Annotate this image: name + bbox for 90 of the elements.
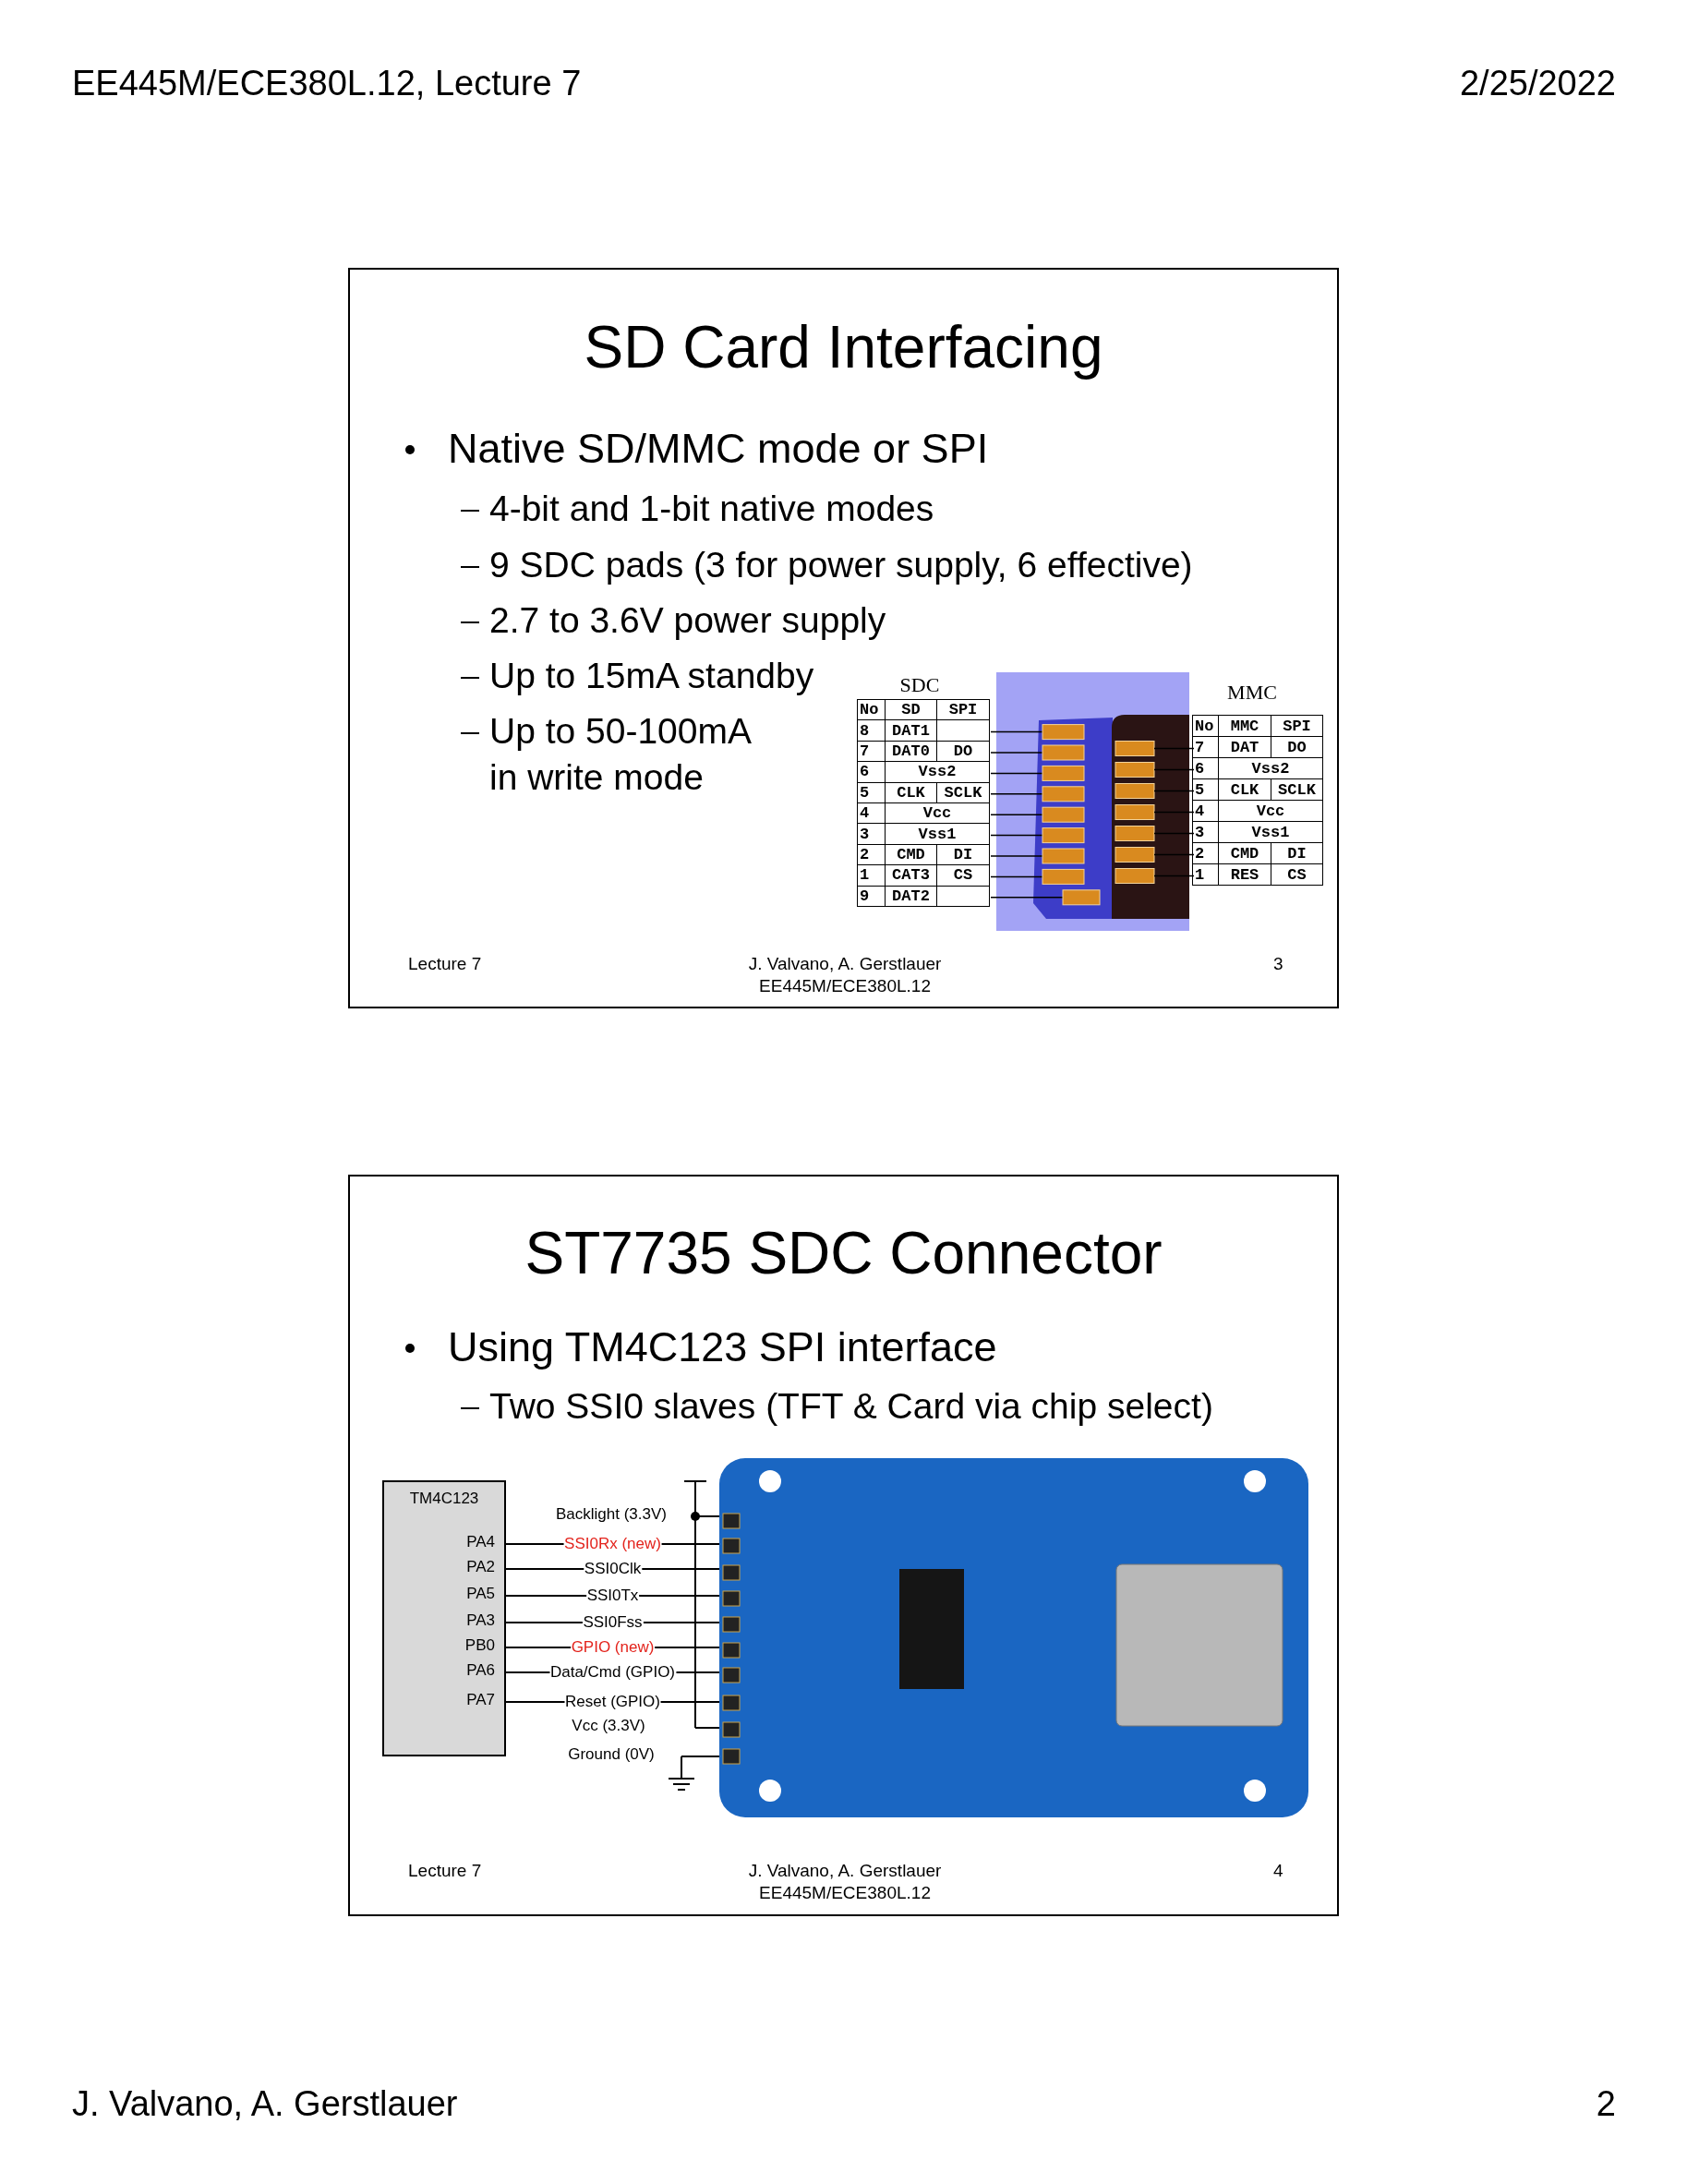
footer-text: J. Valvano, A. Gerstlauer bbox=[747, 1860, 943, 1881]
pinout-entry: Vss2 bbox=[885, 761, 990, 783]
power-label: Ground (0V) bbox=[568, 1745, 655, 1764]
power-label: Backlight (3.3V) bbox=[556, 1505, 667, 1524]
pinout-entry: 2 bbox=[1192, 842, 1219, 864]
sub-bullet-text: Up to 15mA standby bbox=[489, 655, 814, 697]
sub-bullet-text: Up to 50-100mA in write mode bbox=[489, 710, 752, 799]
pinout-entry: 5 bbox=[857, 782, 886, 803]
pinout-entry: 4 bbox=[1192, 800, 1219, 822]
sub-bullet-text: 2.7 to 3.6V power supply bbox=[489, 599, 886, 642]
pinout-entry: DI bbox=[936, 844, 990, 865]
sub-bullet-text: Two SSI0 slaves (TFT & Card via chip select) bbox=[489, 1385, 1213, 1428]
footer-text: Lecture 7 bbox=[408, 1860, 482, 1881]
pinout-entry: MMC bbox=[1218, 715, 1271, 737]
pinout-entry: Vcc bbox=[885, 802, 990, 824]
pinout-entry: 3 bbox=[857, 823, 886, 845]
pinout-entry: SCLK bbox=[936, 782, 990, 803]
pinout-entry: SCLK bbox=[1271, 778, 1323, 801]
footer-text: J. Valvano, A. Gerstlauer bbox=[72, 2083, 458, 2125]
pinout-entry: DAT1 bbox=[885, 719, 937, 742]
bullet-text: Native SD/MMC mode or SPI bbox=[448, 424, 989, 474]
pinout-entry: 7 bbox=[1192, 736, 1219, 758]
pinout-entry: CLK bbox=[1218, 778, 1271, 801]
pinout-entry: DAT0 bbox=[885, 741, 937, 762]
pinout-entry: CMD bbox=[1218, 842, 1271, 864]
pinout-entry: CMD bbox=[885, 844, 937, 865]
pin-name: PA5 bbox=[466, 1585, 495, 1603]
pin-name: PA7 bbox=[466, 1691, 495, 1709]
pin-name: PA4 bbox=[466, 1533, 495, 1551]
pin-name: PB0 bbox=[464, 1636, 495, 1655]
display-board-drawing bbox=[719, 1458, 1308, 1817]
footer-text: J. Valvano, A. Gerstlauer bbox=[747, 953, 943, 974]
footer-text: EE445M/ECE380L.12 bbox=[758, 1882, 932, 1903]
pinout-entry: No bbox=[1192, 715, 1219, 737]
footer-text: Lecture 7 bbox=[408, 953, 482, 974]
bullet-text: Using TM4C123 SPI interface bbox=[448, 1322, 997, 1372]
microcontroller-box bbox=[382, 1480, 506, 1756]
pinout-entry: 5 bbox=[1192, 778, 1219, 801]
pinout-entry: Vss2 bbox=[1218, 757, 1323, 779]
pinout-entry: Vss1 bbox=[885, 823, 990, 845]
pinout-entry: DAT bbox=[1218, 736, 1271, 758]
pinout-entry: DAT2 bbox=[885, 886, 937, 907]
pinout-entry: DI bbox=[1271, 842, 1323, 864]
pinout-entry: RES bbox=[1218, 863, 1271, 886]
pinout-entry: 6 bbox=[857, 761, 886, 783]
pinout-entry: DO bbox=[936, 741, 990, 762]
pinout-entry: DO bbox=[1271, 736, 1323, 758]
pinout-entry: 1 bbox=[857, 864, 886, 886]
pinout-entry: SPI bbox=[1271, 715, 1323, 737]
pin-name: PA3 bbox=[466, 1611, 495, 1630]
header-date: 2/25/2022 bbox=[1459, 63, 1616, 104]
sub-bullet-text: 9 SDC pads (3 for power supply, 6 effective) bbox=[489, 544, 1193, 586]
pinout-entry: No bbox=[857, 699, 886, 720]
signal-label: Data/Cmd (GPIO) bbox=[548, 1663, 677, 1682]
chip-name: TM4C123 bbox=[408, 1490, 480, 1508]
page-number: 3 bbox=[1273, 953, 1283, 974]
pin-name: PA2 bbox=[466, 1558, 495, 1576]
header-text: EE445M/ECE380L.12, Lecture 7 bbox=[72, 63, 582, 104]
pinout-entry: CAT3 bbox=[885, 864, 937, 886]
page-number: 2 bbox=[1596, 2083, 1616, 2125]
footer-text: EE445M/ECE380L.12 bbox=[758, 975, 932, 996]
signal-label: SSI0Rx (new) bbox=[563, 1535, 662, 1553]
pinout-entry: CS bbox=[1271, 863, 1323, 886]
signal-label: Reset (GPIO) bbox=[564, 1693, 661, 1711]
slide-title: SD Card Interfacing bbox=[583, 313, 1104, 382]
pinout-entry: CLK bbox=[885, 782, 937, 803]
pinout-entry: Vcc bbox=[1218, 800, 1323, 822]
pinout-entry: CS bbox=[936, 864, 990, 886]
table-heading: MMC bbox=[1227, 681, 1277, 705]
signal-label: GPIO (new) bbox=[570, 1638, 656, 1657]
power-label: Vcc (3.3V) bbox=[572, 1717, 645, 1735]
slide-frame bbox=[348, 1175, 1339, 1916]
pinout-entry: 8 bbox=[857, 719, 886, 742]
slide-frame bbox=[348, 268, 1339, 1008]
pinout-entry: 9 bbox=[857, 886, 886, 907]
pinout-entry: 7 bbox=[857, 741, 886, 762]
pinout-entry: 6 bbox=[1192, 757, 1219, 779]
pinout-entry: 4 bbox=[857, 802, 886, 824]
pinout-entry: 1 bbox=[1192, 863, 1219, 886]
pinout-entry: SD bbox=[885, 699, 937, 720]
slide-title: ST7735 SDC Connector bbox=[524, 1219, 1163, 1288]
sub-bullet-text: 4-bit and 1-bit native modes bbox=[489, 488, 934, 530]
pinout-entry: Vss1 bbox=[1218, 821, 1323, 843]
pinout-entry: SPI bbox=[936, 699, 990, 720]
table-heading: SDC bbox=[899, 673, 940, 697]
page-number: 4 bbox=[1273, 1860, 1283, 1881]
pinout-entry: 2 bbox=[857, 844, 886, 865]
pinout-entry: 3 bbox=[1192, 821, 1219, 843]
pin-name: PA6 bbox=[466, 1661, 495, 1680]
sd-card-drawing bbox=[991, 672, 1194, 931]
